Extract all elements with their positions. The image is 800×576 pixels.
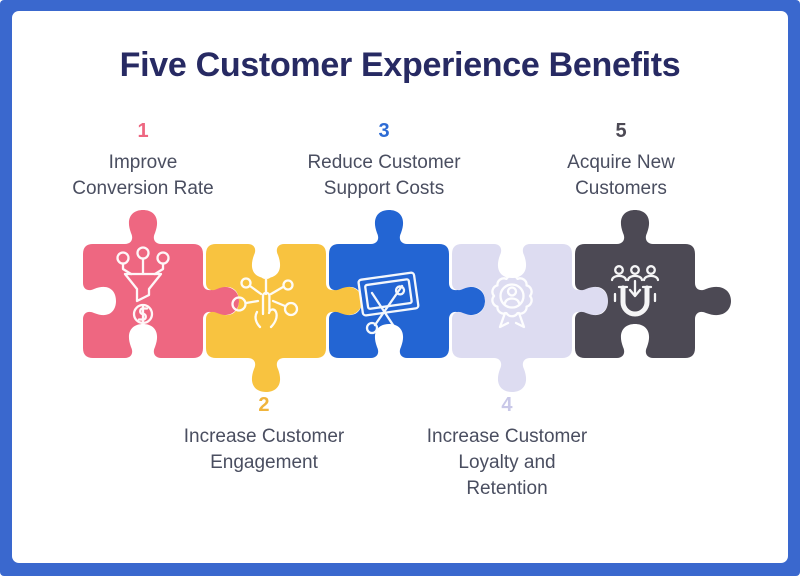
puzzle-piece-3-shape [329,210,485,358]
conversion-funnel-icon [116,246,170,325]
acquire-customers-magnet-icon [610,265,660,317]
puzzle-piece-3 [329,210,485,358]
benefit-5-caption: 5 Acquire New Customers [567,120,675,202]
puzzle-piece-4-shape [452,244,608,392]
benefit-3-caption: 3 Reduce Customer Support Costs [307,120,460,202]
benefit-4-caption: 4 Increase Customer Loyalty and Retentio… [427,394,588,502]
puzzle-piece-2-shape [206,244,362,392]
loyalty-badge-icon [491,274,533,329]
puzzle-piece-4 [452,244,608,392]
puzzle-piece-5 [575,210,731,358]
benefit-5-number: 5 [615,120,627,142]
cut-costs-banknote-scissors-icon [357,271,420,339]
engagement-tap-network-icon [231,264,299,329]
puzzle-piece-1 [83,210,239,358]
puzzle-piece-2 [206,244,362,392]
benefit-1-label: Improve Conversion Rate [72,152,214,199]
benefit-2-label: Increase Customer Engagement [183,426,345,473]
benefit-1-number: 1 [137,120,149,142]
benefit-4-number: 4 [501,394,513,416]
puzzle-piece-1-shape [83,210,239,358]
puzzle-piece-5-shape [575,210,731,358]
benefit-3-number: 3 [378,120,390,142]
benefit-2-caption: 2 Increase Customer Engagement [184,394,345,476]
benefit-4-label: Increase Customer Loyalty and Retention [426,426,588,499]
benefit-2-number: 2 [258,394,270,416]
benefit-5-label: Acquire New Customers [567,152,675,199]
benefit-3-label: Reduce Customer Support Costs [307,152,461,199]
page-title: Five Customer Experience Benefits [119,46,681,84]
benefit-1-caption: 1 Improve Conversion Rate [72,120,214,202]
